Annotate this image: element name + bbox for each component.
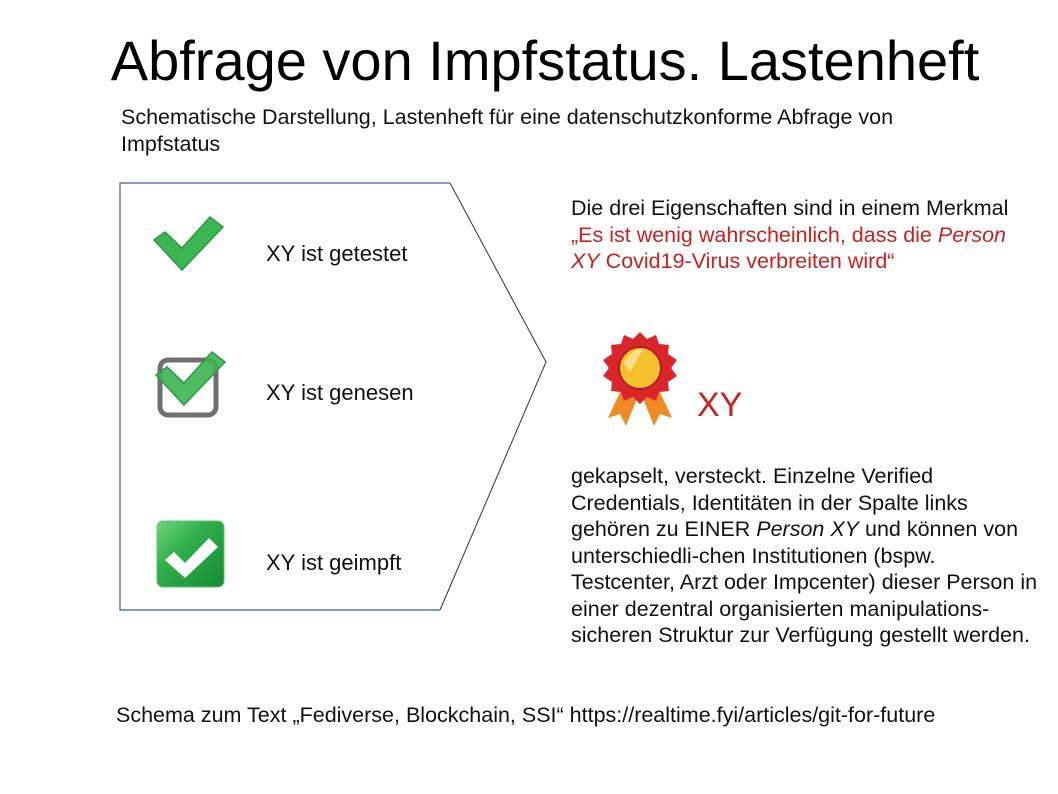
footer-source: Schema zum Text „Fediverse, Blockchain, … (116, 703, 936, 727)
body-part-a: gekapselt, versteckt. Einzelne Verified … (571, 464, 968, 541)
body-person: Person XY (756, 517, 860, 541)
quote-person: Person XY (571, 222, 1006, 274)
slide-title: Abfrage von Impfstatus. Lastenheft (110, 29, 980, 92)
quote-part-a: „Es ist wenig wahrscheinlich, dass die (571, 222, 938, 247)
quote-text: „Es ist wenig wahrscheinlich, dass die P… (571, 223, 1006, 274)
item-label-genesen: XY ist genesen (266, 380, 414, 405)
description-body: gekapselt, versteckt. Einzelne Verified … (571, 463, 1041, 649)
item-label-geimpft: XY ist geimpft (266, 550, 402, 575)
slide-subtitle: Schematische Darstellung, Lastenheft für… (121, 105, 894, 156)
body-part-b: und können von unterschiedli-chen Instit… (571, 517, 1038, 647)
green-check-icon (152, 215, 225, 272)
green-square-check-icon (156, 520, 225, 588)
item-label-getestet: XY ist getestet (266, 241, 408, 266)
quote-part-b: Covid19-Virus verbreiten wird“ (599, 249, 895, 273)
checkbox-checked-icon (154, 350, 227, 418)
award-badge-icon (603, 332, 677, 426)
intro-text: Die drei Eigenschaften sind in einem Mer… (571, 196, 1009, 220)
description-merkmal: Die drei Eigenschaften sind in einem Mer… (571, 195, 1011, 275)
badge-label: XY (697, 386, 743, 424)
